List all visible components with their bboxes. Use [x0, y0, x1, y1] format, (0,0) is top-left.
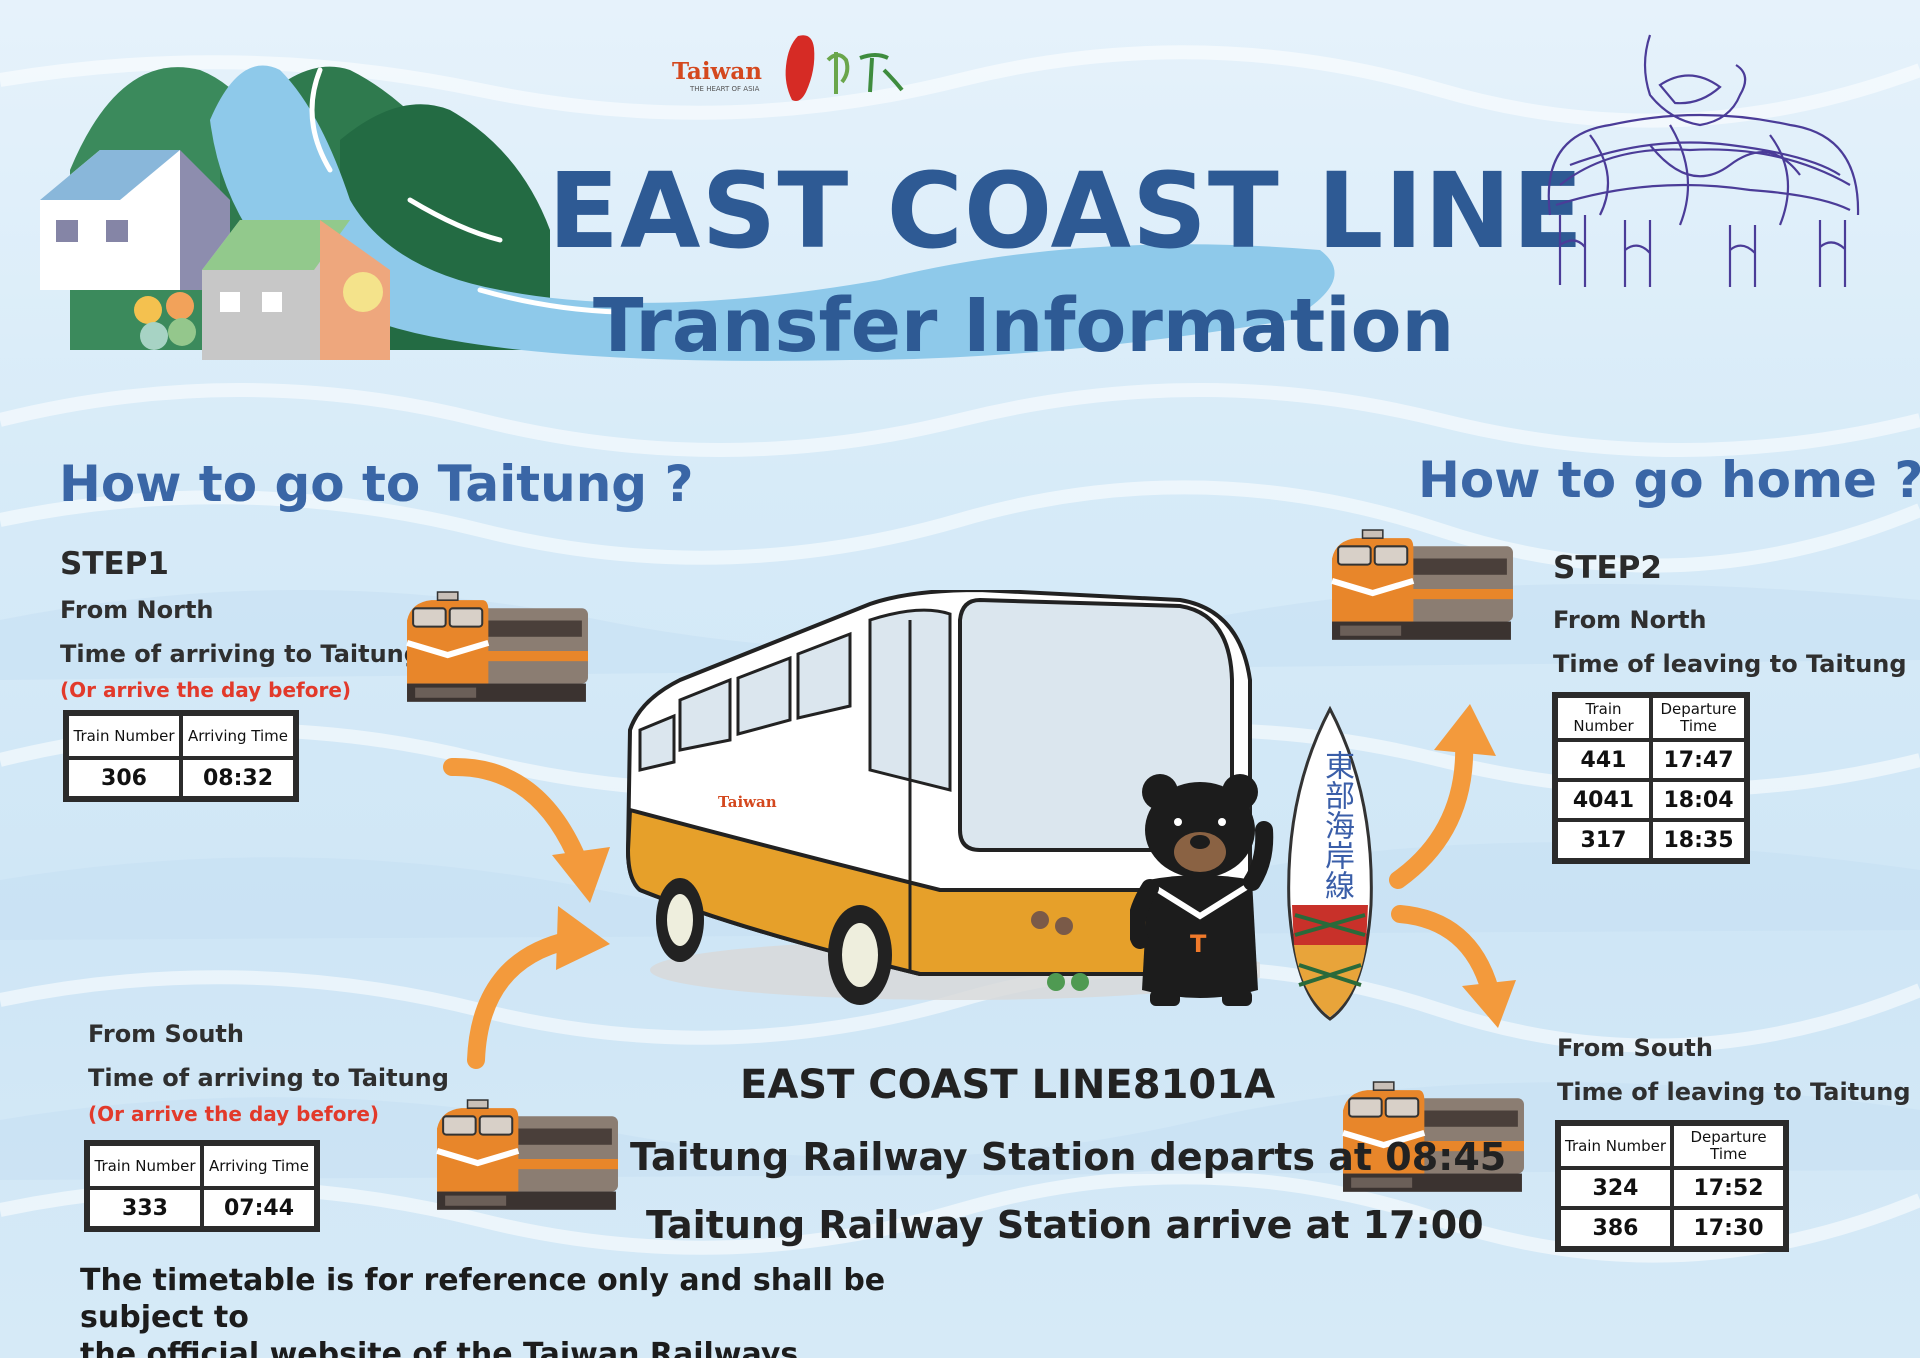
- disclaimer-line-2: the official website of the Taiwan Railw…: [80, 1337, 810, 1358]
- bear-badge-letter: T: [1190, 930, 1207, 958]
- table-row: 324 17:52: [1559, 1168, 1785, 1208]
- arriving-time-label: Time of arriving to Taitung: [60, 640, 421, 668]
- table-row: 306 08:32: [67, 758, 295, 798]
- from-south-label: From South: [88, 1020, 244, 1048]
- train-number-header: Train Number: [67, 714, 181, 758]
- surfboard-icon: [1287, 705, 1373, 1021]
- bus-side-logo: Taiwan: [718, 793, 777, 811]
- surfboard-text: 東部海岸線: [1319, 750, 1354, 900]
- arriving-time-header: Arriving Time: [181, 714, 295, 758]
- time-cell: 17:52: [1672, 1168, 1785, 1208]
- arrive-day-before-note-south: (Or arrive the day before): [88, 1102, 380, 1126]
- train-icon: [1331, 529, 1513, 640]
- time-cell: 08:32: [181, 758, 295, 798]
- arrive-day-before-note: (Or arrive the day before): [60, 678, 352, 702]
- train-number-cell: 333: [88, 1188, 202, 1228]
- departure-time-header: Departure Time: [1672, 1124, 1785, 1168]
- table-row: 4041 18:04: [1556, 780, 1746, 820]
- brand-tagline: THE HEART OF ASIA: [690, 85, 760, 93]
- step2-label: STEP2: [1553, 550, 1662, 586]
- from-north-label: From North: [60, 596, 214, 624]
- from-south-label-home: From South: [1557, 1034, 1713, 1062]
- train-number-header: Train Number: [88, 1144, 202, 1188]
- table-row: 333 07:44: [88, 1188, 316, 1228]
- curved-arrow-icon: [1389, 704, 1496, 889]
- bear-mascot-icon: [1130, 774, 1274, 1006]
- elephant-wire-sculpture-icon: [1547, 34, 1860, 287]
- bus-route-title: EAST COAST LINE8101A: [740, 1062, 1276, 1108]
- arriving-time-label-south: Time of arriving to Taitung: [88, 1064, 449, 1092]
- how-to-go-home-heading: How to go home ?: [1418, 451, 1920, 509]
- step1-label: STEP1: [60, 546, 169, 582]
- time-cell: 07:44: [202, 1188, 316, 1228]
- north-arrival-table: Train Number Arriving Time 306 08:32: [63, 710, 299, 802]
- curved-arrow-icon: [1391, 905, 1516, 1028]
- disclaimer-text: The timetable is for reference only and …: [80, 1262, 980, 1358]
- train-number-cell: 306: [67, 758, 181, 798]
- table-row: 441 17:47: [1556, 740, 1746, 780]
- page-title: EAST COAST LINE: [548, 150, 1585, 272]
- brand-logo-text: Taiwan: [672, 58, 762, 85]
- train-number-cell: 386: [1559, 1208, 1672, 1248]
- bus-arrive-info: Taitung Railway Station arrive at 17:00: [646, 1203, 1484, 1247]
- time-cell: 18:35: [1651, 820, 1746, 860]
- curved-arrow-icon: [467, 906, 610, 1069]
- train-number-header: Train Number: [1559, 1124, 1672, 1168]
- train-icon: [1342, 1081, 1524, 1192]
- train-number-cell: 4041: [1556, 780, 1651, 820]
- train-number-cell: 317: [1556, 820, 1651, 860]
- train-icon: [406, 591, 588, 702]
- mountain-village-illustration: [40, 65, 1335, 361]
- time-cell: 18:04: [1651, 780, 1746, 820]
- how-to-go-to-taitung-heading: How to go to Taitung ?: [59, 455, 694, 513]
- taiwan-map-logo-icon: [785, 35, 904, 102]
- south-departure-table: Train Number Departure Time 324 17:52 38…: [1555, 1120, 1789, 1252]
- curved-arrow-icon: [443, 757, 610, 903]
- time-cell: 17:30: [1672, 1208, 1785, 1248]
- leaving-time-label: Time of leaving to Taitung: [1553, 650, 1907, 678]
- table-row: 317 18:35: [1556, 820, 1746, 860]
- train-number-header: Train Number: [1556, 696, 1651, 740]
- train-number-cell: 324: [1559, 1168, 1672, 1208]
- north-departure-table: Train Number Departure Time 441 17:47 40…: [1552, 692, 1750, 864]
- train-number-cell: 441: [1556, 740, 1651, 780]
- leaving-time-label-south: Time of leaving to Taitung: [1557, 1078, 1911, 1106]
- train-icon: [436, 1099, 618, 1210]
- south-arrival-table: Train Number Arriving Time 333 07:44: [84, 1140, 320, 1232]
- departure-time-header: Departure Time: [1651, 696, 1746, 740]
- bus-depart-info: Taitung Railway Station departs at 08:45: [630, 1135, 1507, 1179]
- table-row: 386 17:30: [1559, 1208, 1785, 1248]
- from-north-label-home: From North: [1553, 606, 1707, 634]
- arriving-time-header: Arriving Time: [202, 1144, 316, 1188]
- time-cell: 17:47: [1651, 740, 1746, 780]
- disclaimer-line-1: The timetable is for reference only and …: [80, 1263, 886, 1335]
- page-subtitle: Transfer Information: [593, 283, 1455, 369]
